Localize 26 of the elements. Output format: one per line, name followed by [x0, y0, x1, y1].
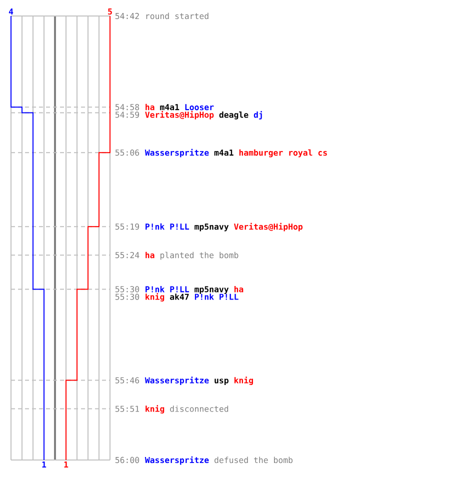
timestamp: 55:30	[115, 286, 140, 292]
log-message: Wasserspritze usp knig	[144, 376, 253, 385]
log-message: Veritas@HipHop deagle dj	[145, 111, 262, 120]
timestamp: 56:00	[115, 456, 140, 464]
timestamp: 55:46	[115, 377, 140, 384]
log-message: P!nk P!LL mp5navy Veritas@HipHop	[146, 222, 303, 232]
log-message: Wasserspritze defused the bomb	[144, 456, 293, 465]
timestamp: 54:59	[115, 112, 140, 118]
player-count: 5	[108, 8, 112, 15]
timestamp: 55:30	[115, 294, 140, 300]
timestamp: 54:58	[115, 104, 140, 110]
log-message: Wasserspritze m4a1 hamburger royal cs	[144, 148, 327, 158]
player-count: 1	[64, 462, 68, 468]
timestamp: 55:24	[115, 252, 140, 258]
timestamp: 54:42	[115, 12, 139, 20]
timestamp: 55:51	[115, 406, 140, 412]
player-count: 4	[8, 8, 14, 14]
log-message: P!nk P!LL mp5navy ha	[146, 286, 244, 294]
timestamp: 55:06	[115, 150, 140, 156]
player-count: 1	[42, 462, 46, 468]
log-message: ha m4a1 Looser	[146, 104, 214, 110]
log-message: knig disconnected	[146, 405, 228, 414]
log-message: knig ak47 P!nk P!LL	[146, 293, 238, 302]
log-message: ha planted the bomb	[146, 252, 238, 260]
timestamp: 55:19	[115, 224, 140, 230]
log-message: round started	[146, 12, 208, 20]
